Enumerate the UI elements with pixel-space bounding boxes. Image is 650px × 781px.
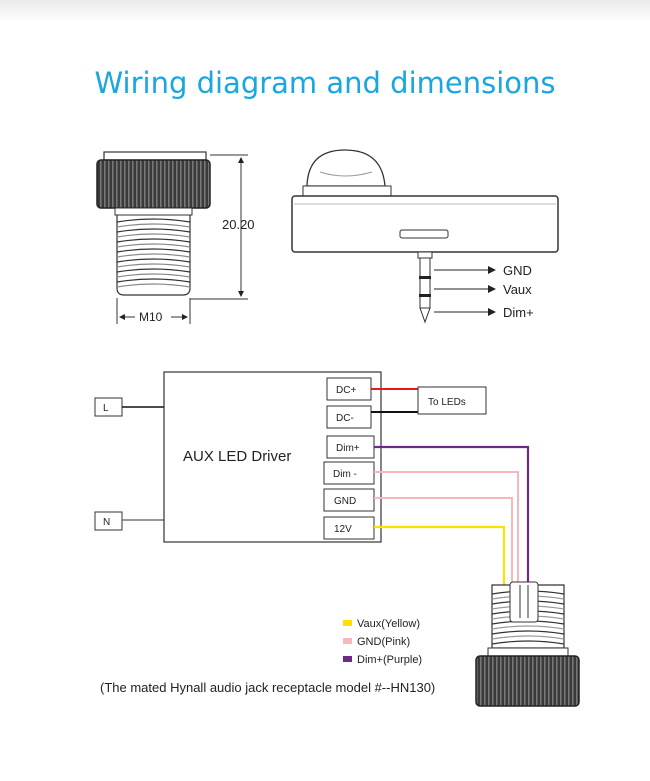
terminal-gnd (323, 488, 375, 512)
terminal-dc-minus (326, 405, 372, 429)
receptacle-socket (509, 581, 539, 623)
legend-swatch-purple (343, 656, 352, 662)
knurled-nut (96, 159, 211, 209)
wire-gnd-pink (374, 497, 513, 590)
sensor-side-view: 20.20 M10 (96, 151, 255, 324)
wire-vaux-yellow (374, 525, 506, 590)
receptacle-flange (487, 647, 569, 657)
input-n-box (94, 511, 123, 531)
height-dim-label: 20.20 (222, 217, 255, 232)
wire-legend: Vaux(Yellow) GND(Pink) Dim+(Purple) (343, 618, 422, 666)
footnote: (The mated Hynall audio jack receptacle … (100, 680, 436, 695)
dome-base (302, 185, 392, 197)
terminal-dim-plus-label: Dim+ (336, 443, 360, 454)
jack-pin-gnd: GND (503, 263, 532, 278)
driver-label: AUX LED Driver (183, 448, 291, 465)
legend-swatch-pink (343, 638, 352, 644)
led-driver: L N AUX LED Driver DC+ DC- Dim+ Dim - GN… (94, 371, 530, 590)
thread-dim-mask (135, 309, 171, 323)
to-leds-label: To LEDs (428, 397, 466, 408)
jack-pin-vaux: Vaux (503, 282, 532, 297)
jack-receptacle (475, 581, 580, 707)
legend-label-purple: Dim+(Purple) (357, 654, 422, 666)
sensor-head-view: GND Vaux Dim+ (291, 149, 559, 324)
input-l-label: L (103, 403, 109, 414)
top-shadow-band (0, 0, 650, 22)
wire-dimminus-pink (374, 471, 519, 590)
thread-neck (114, 207, 193, 216)
thread-dim-label: M10 (139, 310, 163, 324)
terminal-dim-minus-label: Dim - (333, 469, 357, 480)
page-title: Wiring diagram and dimensions (94, 66, 556, 100)
threaded-shank (116, 215, 191, 296)
terminal-gnd-label: GND (334, 496, 356, 507)
to-leds-box (417, 386, 487, 415)
legend-label-yellow: Vaux(Yellow) (357, 618, 420, 630)
legend-swatch-yellow (343, 620, 352, 626)
terminal-12v-label: 12V (334, 524, 352, 535)
terminal-dc-plus-label: DC+ (336, 385, 356, 396)
terminal-dc-minus-label: DC- (336, 413, 354, 424)
jack-slot (399, 229, 449, 239)
audio-jack-plug (417, 251, 433, 324)
input-n-label: N (103, 517, 110, 528)
wire-dim-purple (374, 445, 530, 590)
legend-label-pink: GND(Pink) (357, 636, 410, 648)
receptacle-nut (475, 655, 580, 707)
sensor-top-cap (103, 151, 207, 161)
sensor-dome (306, 149, 386, 187)
jack-pin-dim: Dim+ (503, 305, 534, 320)
